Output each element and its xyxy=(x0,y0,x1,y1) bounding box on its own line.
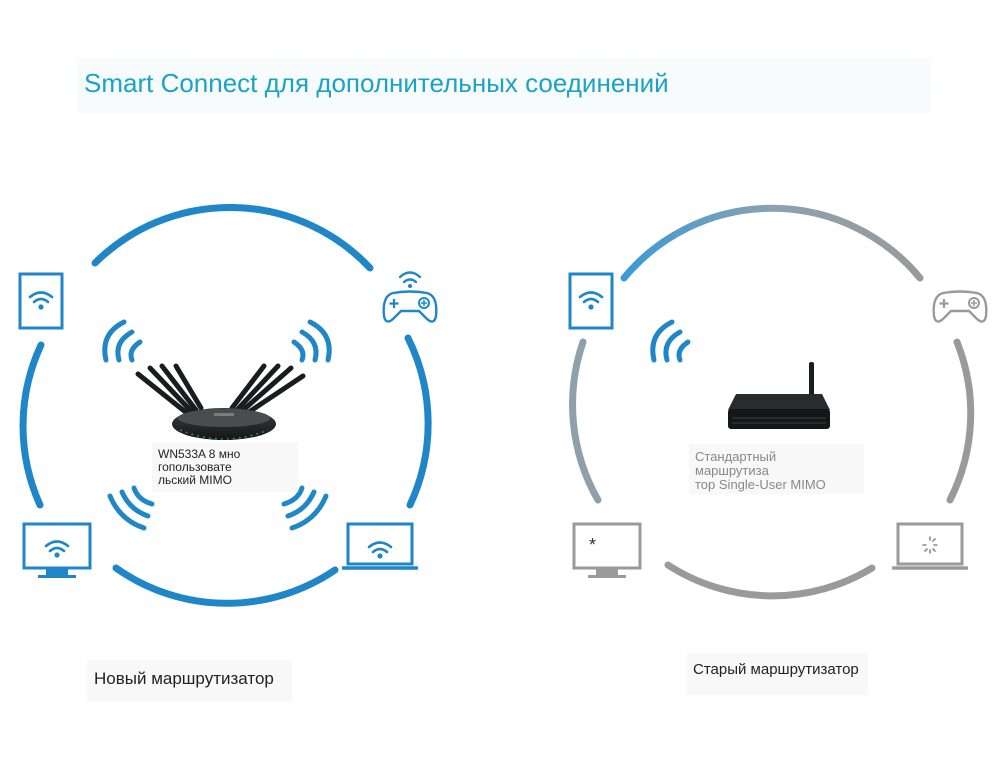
new-router-caption: Новый маршрутизатор xyxy=(87,660,292,702)
new-router-ring xyxy=(19,203,432,607)
monitor-icon xyxy=(22,522,92,578)
laptop-icon xyxy=(342,522,418,570)
title-band: Smart Connect для дополнительных соедине… xyxy=(77,58,931,113)
new-router-group xyxy=(18,203,438,607)
gamepad-icon xyxy=(932,290,988,323)
router-icon xyxy=(135,363,306,440)
new-router-model-line: льский MIMO xyxy=(158,473,232,487)
wifi-signal-waves xyxy=(650,319,691,363)
tablet-icon xyxy=(568,272,614,330)
tablet-icon xyxy=(18,272,64,330)
page-title: Smart Connect для дополнительных соедине… xyxy=(84,68,669,98)
old-router-model-line: тор Single-User MIMO xyxy=(695,477,826,492)
new-router-model-line: гопользовате xyxy=(158,460,232,474)
old-router-model-line: маршрутиза xyxy=(695,463,769,478)
old-router-model-label: Стандартный маршрутиза тор Single-User M… xyxy=(689,444,864,494)
old-router-model-line: Стандартный xyxy=(695,449,777,464)
old-router-ring xyxy=(569,204,975,600)
wifi-signal-waves xyxy=(102,319,332,531)
old-router-caption: Старый маршрутизатор xyxy=(687,653,868,695)
monitor-glyph: * xyxy=(589,535,596,555)
loading-spinner-icon xyxy=(922,536,938,554)
new-router-model-label: WN533A 8 мно гопользовате льский MIMO xyxy=(152,442,298,492)
gamepad-icon xyxy=(382,271,438,323)
router-icon xyxy=(728,362,830,429)
laptop-icon xyxy=(892,522,968,570)
new-router-model-line: WN533A 8 мно xyxy=(158,447,241,461)
old-router-caption-text: Старый маршрутизатор xyxy=(693,661,859,678)
old-router-group: * xyxy=(568,204,988,600)
monitor-icon xyxy=(572,522,642,578)
new-router-caption-text: Новый маршрутизатор xyxy=(94,669,274,688)
